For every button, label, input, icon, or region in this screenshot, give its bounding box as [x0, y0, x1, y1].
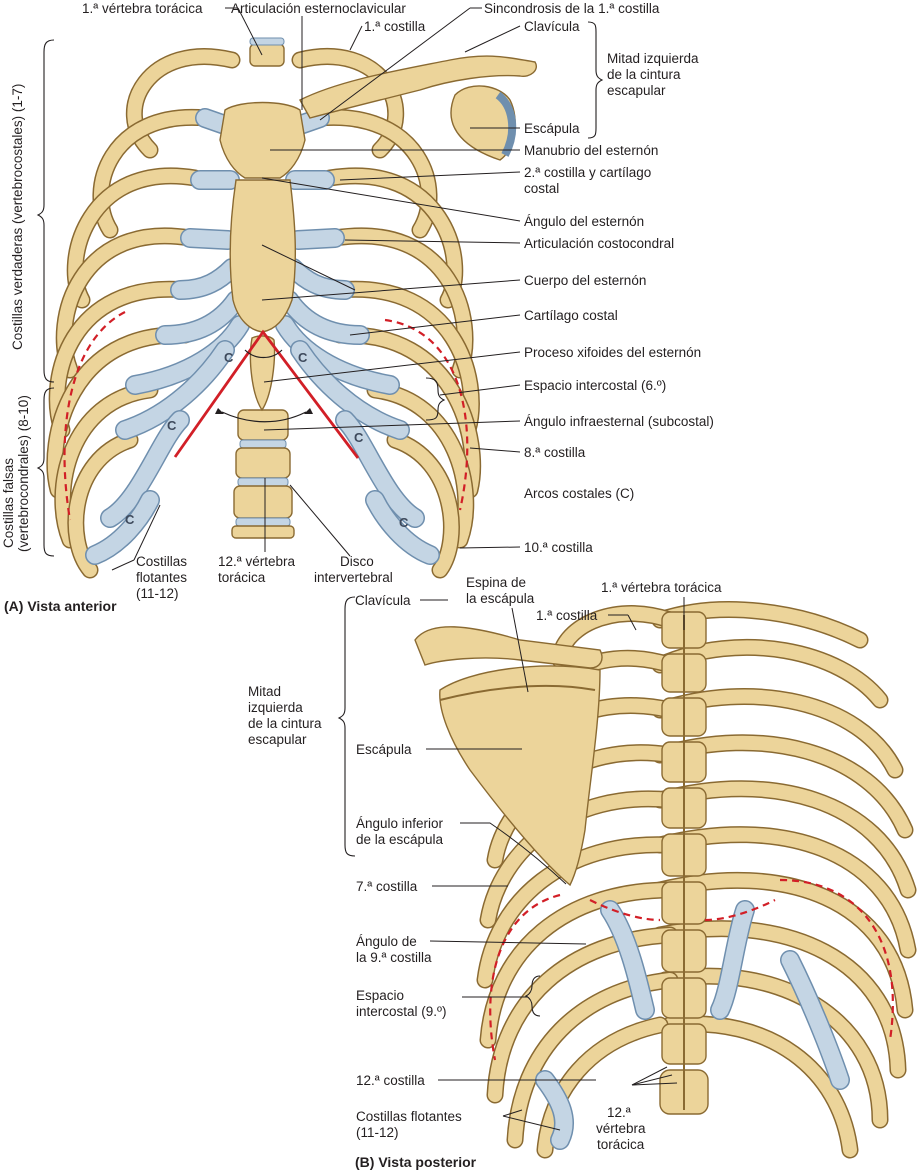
anterior-ribs [46, 48, 482, 579]
label-vert12-2: torácica [218, 570, 266, 585]
label-rib1: 1.ª costilla [364, 19, 426, 34]
label-floating-3: (11-12) [136, 586, 179, 601]
label-false-ribs-2: (vertebrocondrales) (8-10) [16, 395, 31, 552]
label-synchondrosis: Sincondrosis de la 1.ª costilla [484, 1, 660, 16]
label-rib8: 8.ª costilla [524, 445, 586, 460]
label-rib2-2: costal [524, 181, 559, 196]
label-spine-scap-1: Espina de [466, 575, 526, 590]
label-post-intercostal-2: intercostal (9.º) [356, 1004, 446, 1019]
anterior-labels: 1.ª vértebra torácica Articulación ester… [1, 1, 714, 614]
label-sternal-angle: Ángulo del esternón [524, 214, 644, 229]
label-floating-1: Costillas [136, 554, 187, 569]
label-post-vert12-3: torácica [597, 1137, 645, 1152]
label-spine-scap-2: la escápula [466, 591, 535, 606]
label-post-girdle-3: de la cintura [248, 716, 322, 731]
label-post-vert1: 1.ª vértebra torácica [601, 580, 722, 595]
costal-arch-tag: C [167, 418, 177, 433]
label-rib2-1: 2.ª costilla y cartílago [524, 165, 651, 180]
label-half-girdle-1: Mitad izquierda [607, 51, 699, 66]
label-sternum-body: Cuerpo del esternón [524, 273, 646, 288]
posterior-view [414, 601, 917, 1159]
infrasternal-angle-marker [173, 329, 360, 459]
anterior-shoulder [299, 55, 537, 161]
label-half-girdle-2: de la cintura [607, 67, 681, 82]
label-false-ribs-1: Costillas falsas [1, 458, 16, 548]
label-post-girdle-2: izquierda [248, 700, 303, 715]
label-post-rib1: 1.ª costilla [536, 608, 598, 623]
label-post-girdle-1: Mitad [248, 684, 281, 699]
label-angle9-2: la 9.ª costilla [356, 950, 432, 965]
costal-arch-tag: C [224, 350, 234, 365]
costal-arch-tag: C [298, 350, 308, 365]
label-costal-arches: Arcos costales (C) [524, 486, 634, 501]
caption-posterior: (B) Vista posterior [355, 1154, 477, 1170]
posterior-cartilages [535, 900, 850, 1150]
label-post-floating-2: (11-12) [356, 1125, 399, 1140]
label-rib10: 10.ª costilla [524, 540, 593, 555]
label-scapula: Escápula [524, 121, 580, 136]
posterior-dashed-curve-right [779, 878, 894, 1041]
label-post-clavicle: Clavícula [355, 593, 411, 608]
label-inf-angle-1: Ángulo inferior [356, 816, 444, 831]
label-post-vert12-1: 12.ª [607, 1105, 632, 1120]
caption-anterior: (A) Vista anterior [4, 598, 117, 614]
posterior-shoulder [414, 626, 603, 887]
label-vert12-1: 12.ª vértebra [218, 554, 296, 569]
label-angle9-1: Ángulo de [356, 934, 417, 949]
anterior-dashed-curve-left [63, 311, 126, 521]
posterior-spine [659, 611, 709, 1115]
label-rib7: 7.ª costilla [356, 879, 418, 894]
label-xiphoid: Proceso xifoides del esternón [524, 345, 701, 360]
label-floating-2: flotantes [136, 570, 187, 585]
label-costal-cartilage: Cartílago costal [524, 308, 618, 323]
label-post-floating-1: Costillas flotantes [356, 1109, 462, 1124]
label-half-girdle-3: escapular [607, 83, 666, 98]
anterior-view: C C C C C C [46, 37, 537, 579]
anterior-sternum [219, 101, 306, 412]
anterior-c-tags: C C C C C C [125, 350, 409, 530]
costal-arch-tag: C [125, 512, 135, 527]
label-clavicle: Clavícula [524, 19, 580, 34]
label-infrasternal: Ángulo infraesternal (subcostal) [524, 414, 714, 429]
label-manubrium: Manubrio del esternón [524, 143, 658, 158]
label-post-vert12-2: vértebra [596, 1121, 646, 1136]
posterior-dashed-curve-left [489, 893, 561, 1061]
posterior-labels: Espina de la escápula 1.ª vértebra torác… [248, 575, 722, 1170]
label-disc-1: Disco [340, 554, 374, 569]
label-vert1: 1.ª vértebra torácica [82, 1, 203, 16]
label-inf-angle-2: de la escápula [356, 832, 444, 847]
anterior-spine [231, 37, 295, 539]
label-sternoclav: Articulación esternoclavicular [231, 1, 406, 16]
label-post-rib12: 12.ª costilla [356, 1073, 425, 1088]
costal-arch-tag: C [354, 430, 364, 445]
posterior-dashed-curve-right-inner [704, 899, 776, 922]
label-post-intercostal-1: Espacio [356, 988, 404, 1003]
label-post-girdle-4: escapular [248, 732, 307, 747]
label-intercostal: Espacio intercostal (6.º) [524, 378, 666, 393]
label-true-ribs: Costillas verdaderas (vertebrocostales) … [10, 84, 25, 350]
anterior-cartilages [85, 108, 440, 565]
label-disc-2: intervertebral [314, 570, 393, 585]
costal-arch-tag: C [399, 515, 409, 530]
label-post-scapula: Escápula [356, 742, 412, 757]
label-costochondral: Articulación costocondral [524, 236, 674, 251]
